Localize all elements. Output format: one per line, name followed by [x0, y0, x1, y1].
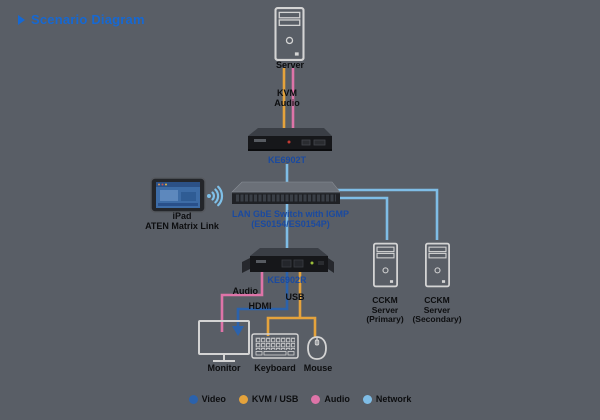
audio-cable-label-top: Audio — [274, 98, 300, 108]
network-cable-switch-to-primary — [330, 196, 389, 240]
receiver-device-icon — [242, 248, 334, 273]
monitor-label: Monitor — [207, 363, 241, 373]
server-icon — [274, 7, 305, 61]
cckm-secondary-line1: CCKM — [424, 295, 450, 305]
kvm-cable-label: KVM — [277, 88, 297, 98]
receiver-label: KE6902R — [267, 275, 307, 285]
ipad-label: iPad — [172, 211, 192, 221]
transmitter-label: KE6902T — [267, 155, 307, 165]
cckm-primary-label: CCKM Server (Primary) — [352, 295, 418, 325]
audio-dot-icon — [311, 394, 321, 404]
aten-matrix-link-label: ATEN Matrix Link — [145, 221, 219, 231]
cckm-secondary-icon — [425, 237, 450, 293]
arrow-bullet-icon — [18, 14, 25, 25]
hdmi-cable-rx-to-monitor — [236, 272, 289, 327]
video-dot-icon — [188, 394, 198, 404]
server-label: Server — [275, 60, 305, 70]
keyboard-label: Keyboard — [254, 363, 296, 373]
legend-item-network: Network — [362, 394, 412, 404]
usb-cable-label: USB — [285, 292, 305, 302]
mouse-label: Mouse — [303, 363, 333, 373]
cckm-secondary-line3: (Secondary) — [412, 314, 462, 324]
legend-label-video: Video — [201, 394, 226, 404]
cckm-secondary-label: CCKM Server (Secondary) — [404, 295, 470, 325]
audio-cable-label-bottom: Audio — [232, 286, 259, 296]
legend-item-video: Video — [188, 394, 226, 404]
transmitter-device-icon — [248, 128, 332, 151]
cckm-primary-line1: CCKM — [372, 295, 398, 305]
kvm-usb-dot-icon — [238, 394, 248, 404]
usb-cable-split-keyboard-mouse — [266, 316, 317, 337]
legend-label-network: Network — [375, 394, 412, 404]
hdmi-cable-label: HDMI — [248, 301, 272, 311]
legend-label-audio: Audio — [324, 394, 350, 404]
cckm-primary-line2: Server — [371, 304, 399, 315]
lan-switch-label-line2: (ES0154/ES0154P) — [251, 219, 330, 229]
lan-switch-label-line1: LAN GbE Switch with IGMP — [232, 209, 349, 219]
mouse-icon — [307, 336, 327, 360]
cckm-primary-icon — [373, 237, 398, 293]
monitor-icon — [198, 320, 250, 362]
audio-cable-rx-to-monitor — [220, 272, 264, 332]
network-dot-icon — [362, 394, 372, 404]
hdmi-arrow-icon — [232, 326, 244, 336]
legend-item-kvm-usb: KVM / USB — [238, 394, 299, 404]
page-title-text: Scenario Diagram — [31, 12, 145, 27]
cckm-primary-line3: (Primary) — [366, 314, 404, 324]
cckm-secondary-line2: Server — [423, 304, 451, 315]
lan-switch-icon — [231, 181, 340, 204]
keyboard-icon — [251, 333, 299, 359]
network-cable-switch-to-secondary — [330, 188, 439, 240]
legend: Video KVM / USB Audio Network — [0, 394, 600, 404]
page-title: Scenario Diagram — [18, 12, 145, 27]
legend-item-audio: Audio — [311, 394, 350, 404]
legend-label-kvm-usb: KVM / USB — [251, 394, 299, 404]
ipad-icon — [150, 177, 206, 213]
wifi-icon — [207, 185, 224, 207]
